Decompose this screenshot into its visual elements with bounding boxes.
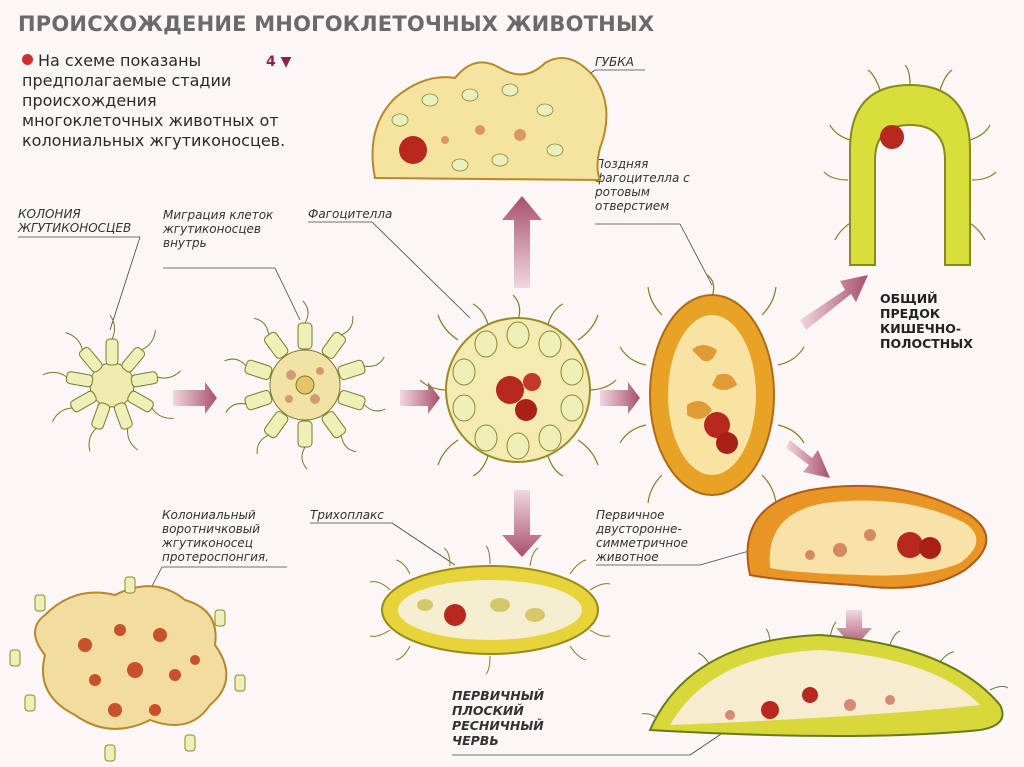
- bullet-dot-icon: [22, 54, 33, 65]
- label-proterospongia: Колониальный воротничковый жгутиконосец …: [162, 508, 269, 564]
- label-bilateral: Первичное двусторонне-симметричное живот…: [596, 508, 688, 564]
- arrow-up-sponge: [502, 196, 542, 288]
- label-colony: КОЛОНИЯ ЖГУТИКОНОСЦЕВ: [18, 207, 132, 235]
- late-phagocytella-illustration: [619, 274, 805, 504]
- label-phagocytella: Фагоцителла: [308, 207, 393, 221]
- ancestor-illustration: [823, 64, 997, 266]
- stage-arrows: [173, 196, 872, 648]
- colony-illustration: [41, 314, 183, 454]
- arrow-right-1: [173, 382, 217, 414]
- proterospongia-illustration: [9, 576, 246, 762]
- flatworm-illustration: [641, 621, 1009, 737]
- label-late-phagocytella: Поздняя фагоцителла с ротовым отверстием: [595, 157, 690, 213]
- page-marker: 4 ▼: [266, 54, 291, 70]
- leader-line-phagocytella-pointer: [371, 221, 471, 319]
- trichoplax-illustration: [369, 545, 611, 675]
- leader-line-late-pointer: [679, 223, 713, 286]
- page-marker-number: 4: [266, 54, 276, 70]
- sponge-illustration: [371, 57, 608, 182]
- leader-line-migration-pointer: [274, 267, 301, 321]
- intro-text: На схеме показаны предполагаемые стадии …: [22, 51, 292, 151]
- arrow-down-trichoplax: [502, 490, 542, 557]
- bilateral-illustration: [746, 484, 988, 589]
- page-title: ПРОИСХОЖДЕНИЕ МНОГОКЛЕТОЧНЫХ ЖИВОТНЫХ: [18, 12, 655, 36]
- leader-line-trichoplax-pointer: [391, 522, 456, 566]
- arrow-right-3: [600, 382, 640, 414]
- label-ancestor: ОБЩИЙ ПРЕДОК КИШЕЧНО-ПОЛОСТНЫХ: [880, 291, 973, 351]
- arrow-to-flatworm: [836, 610, 872, 648]
- triangle-down-icon: ▼: [280, 54, 292, 70]
- arrow-to-bilateral: [786, 440, 830, 478]
- arrow-right-2: [400, 382, 440, 414]
- label-sponge: ГУБКА: [595, 55, 634, 69]
- phagocytella-illustration: [419, 294, 617, 477]
- label-trichoplax: Трихоплакс: [310, 508, 384, 522]
- arrow-to-ancestor: [800, 275, 868, 330]
- leader-line-colony-pointer: [109, 236, 141, 331]
- intro-body: На схеме показаны предполагаемые стадии …: [22, 51, 286, 150]
- label-flatworm: ПЕРВИЧНЫЙ ПЛОСКИЙ РЕСНИЧНЫЙ ЧЕРВЬ: [452, 688, 545, 748]
- label-migration: Миграция клеток жгутиконосцев внутрь: [163, 208, 274, 250]
- migration-illustration: [222, 300, 388, 470]
